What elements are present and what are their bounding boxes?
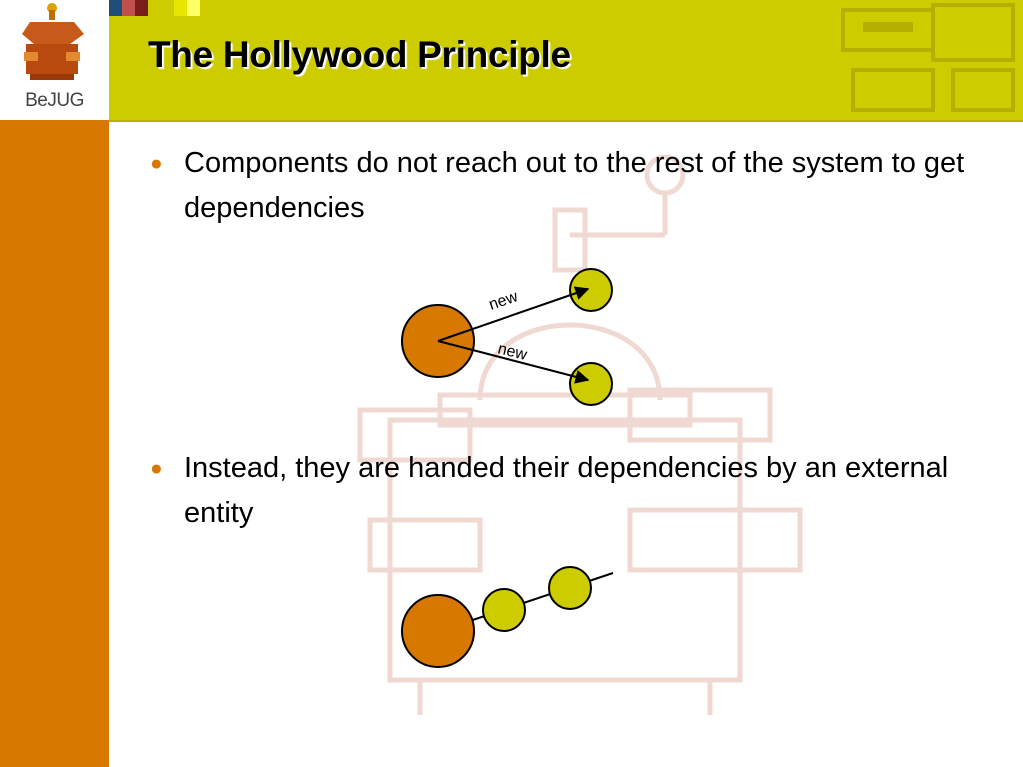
header-bar	[109, 0, 1023, 120]
dependency-circle	[548, 566, 592, 610]
dependency-circle	[569, 362, 613, 406]
diagram-injection	[401, 566, 614, 668]
color-swatch	[122, 0, 135, 16]
header-divider	[109, 120, 1023, 122]
color-swatch	[148, 0, 161, 16]
bullet-item: ● Components do not reach out to the res…	[150, 141, 980, 231]
color-swatch	[109, 0, 122, 16]
diagram-self-creation: new new	[401, 268, 613, 406]
sidebar-bar	[0, 120, 109, 767]
arrow-label-new: new	[496, 340, 529, 364]
bullet-marker: ●	[150, 457, 163, 480]
color-swatch	[161, 0, 174, 16]
slide-title: The Hollywood Principle	[148, 34, 571, 75]
new-arrow	[437, 286, 590, 342]
dependency-circle	[569, 268, 613, 312]
new-arrow	[437, 340, 590, 384]
dependency-circle	[482, 588, 526, 632]
arrow-label-new: new	[487, 288, 521, 314]
bullet-text: Components do not reach out to the rest …	[184, 147, 965, 224]
logo: BeJUG	[0, 0, 109, 120]
bullet-item: ● Instead, they are handed their depende…	[150, 446, 980, 536]
grinder-logo-icon	[22, 3, 84, 80]
logo-text: BeJUG	[25, 90, 84, 111]
header-drawer-art	[841, 3, 1015, 112]
header-color-strip	[109, 0, 200, 16]
color-swatch	[174, 0, 187, 16]
color-swatch	[187, 0, 200, 16]
color-swatch	[135, 0, 148, 16]
component-circle	[401, 594, 475, 668]
grinder-watermark	[357, 154, 803, 715]
bullet-text: Instead, they are handed their dependenc…	[184, 452, 949, 529]
bullet-marker: ●	[150, 152, 163, 175]
